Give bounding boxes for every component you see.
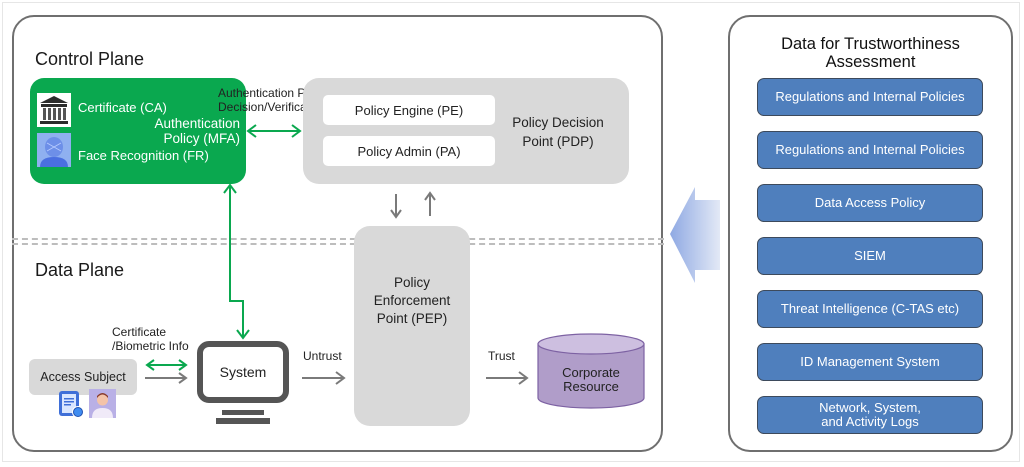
diagram-frame (2, 2, 1020, 462)
logs-line2: and Activity Logs (821, 414, 919, 429)
untrust-label: Untrust (303, 349, 342, 363)
policy-admin-box: Policy Admin (PA) (323, 136, 495, 166)
certificate-authority-icon (37, 93, 71, 127)
trust-item-threat-intelligence: Threat Intelligence (C-TAS etc) (757, 290, 983, 328)
pdp-title-line1: Policy Decision (512, 115, 604, 130)
policy-engine-box: Policy Engine (PE) (323, 95, 495, 125)
access-system-arrow (145, 372, 188, 384)
cert-info-line2: /Biometric Info (112, 339, 189, 353)
untrust-arrow (302, 371, 346, 385)
trust-data-flow-arrow (670, 187, 720, 283)
control-plane-title: Control Plane (35, 49, 145, 69)
pdp-pep-arrows (390, 191, 436, 219)
auth-link-label: Authentication Policy Decision/Verificat… (218, 86, 329, 114)
policy-decision-point: Policy Engine (PE) Policy Admin (PA) Pol… (303, 78, 629, 184)
resource-line1: Corporate (562, 365, 620, 380)
monitor-neck (222, 410, 264, 415)
certificate-ca-label: Certificate (CA) (78, 100, 167, 115)
trust-data-title-line2: Assessment (825, 53, 916, 71)
trust-arrow (486, 371, 529, 385)
user-portrait-icon (89, 389, 116, 418)
policy-enforcement-point: Policy Enforcement Point (PEP) (354, 226, 470, 426)
trust-item-data-access-policy: Data Access Policy (757, 184, 983, 222)
logs-line1: Network, System, (819, 400, 921, 415)
trust-item-siem: SIEM (757, 237, 983, 275)
pdp-title-line2: Point (PDP) (522, 134, 594, 149)
auth-link-label-line1: Authentication Policy (218, 86, 330, 100)
corporate-resource-database: Corporate Resource (536, 332, 646, 412)
auth-system-link (223, 183, 250, 340)
auth-policy-line1: Authentication (154, 116, 240, 131)
trust-data-title: Data for Trustworthiness Assessment (730, 35, 1011, 71)
authentication-policy-box: Certificate (CA) Authentication Policy (… (30, 78, 246, 184)
trust-item-id-management: ID Management System (757, 343, 983, 381)
monitor-base (216, 418, 270, 424)
auth-policy-line2: Policy (MFA) (163, 131, 240, 146)
plane-divider-bottom (12, 243, 664, 245)
trust-label: Trust (488, 349, 515, 363)
system-monitor: System (197, 341, 289, 403)
pdp-title: Policy Decision Point (PDP) (503, 113, 613, 151)
trust-item-regulations-1: Regulations and Internal Policies (757, 78, 983, 116)
trust-data-title-line1: Data for Trustworthiness (781, 35, 960, 53)
certificate-document-icon (57, 389, 85, 419)
pep-line1: Policy (393, 275, 430, 290)
data-plane-title: Data Plane (35, 260, 125, 280)
corporate-resource-label: Corporate Resource (536, 366, 646, 394)
pep-line2: Enforcement (373, 293, 451, 308)
trust-item-regulations-2: Regulations and Internal Policies (757, 131, 983, 169)
resource-line2: Resource (563, 379, 619, 394)
face-recognition-label: Face Recognition (FR) (78, 148, 209, 163)
trust-item-logs: Network, System, and Activity Logs (757, 396, 983, 434)
face-recognition-icon (37, 133, 71, 167)
cert-exchange-arrow (145, 359, 188, 371)
auth-pdp-bidirectional-arrow (246, 124, 302, 138)
cert-biometric-label: Certificate /Biometric Info (112, 325, 189, 353)
cert-info-line1: Certificate (112, 325, 167, 339)
system-label: System (219, 364, 267, 380)
auth-link-label-line2: Decision/Verification (218, 100, 327, 114)
access-subject-box: Access Subject (29, 359, 137, 395)
authentication-policy-label: Authentication Policy (MFA) (154, 116, 240, 146)
plane-divider-top (12, 238, 664, 240)
pep-line3: Point (PEP) (376, 311, 448, 326)
